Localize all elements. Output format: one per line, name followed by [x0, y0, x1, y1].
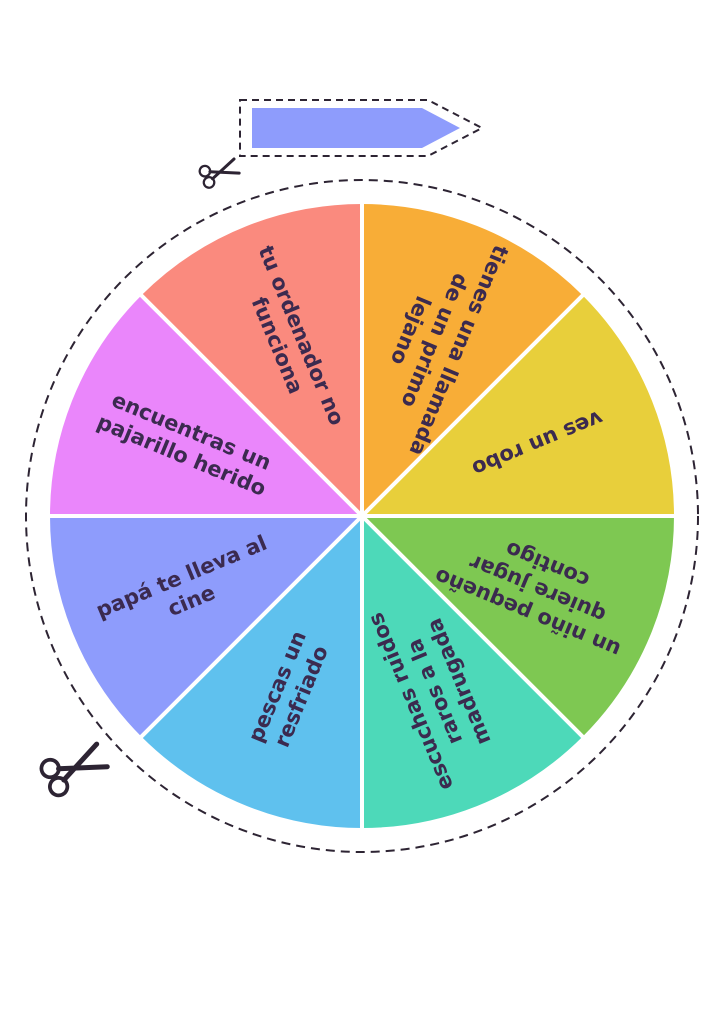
segment-divider [360, 514, 585, 739]
wheel-segment-resfriado [140, 516, 362, 829]
wheel-segment-ordenador [140, 203, 362, 516]
wheel-segments [49, 203, 675, 829]
wheel-segment-cine [49, 516, 362, 738]
segment-divider [139, 514, 364, 739]
wheel-segment-ruidos [362, 516, 584, 829]
pointer-arrow [239, 99, 485, 157]
wheel-segment-nino [362, 516, 675, 738]
wheel-dividers [48, 202, 676, 830]
outer-cut-line [25, 179, 699, 853]
segment-divider [139, 293, 364, 518]
wheel-segment-llamada [362, 203, 584, 516]
wheel-segment-pajarillo [49, 294, 362, 516]
pointer-fill [252, 108, 460, 148]
segment-divider [360, 293, 585, 518]
pointer-cut-line [239, 99, 485, 157]
wheel-segment-robo [362, 294, 675, 516]
scissors-icon [198, 157, 241, 189]
wheel-rim [48, 202, 676, 830]
scissors-icon [39, 741, 110, 798]
